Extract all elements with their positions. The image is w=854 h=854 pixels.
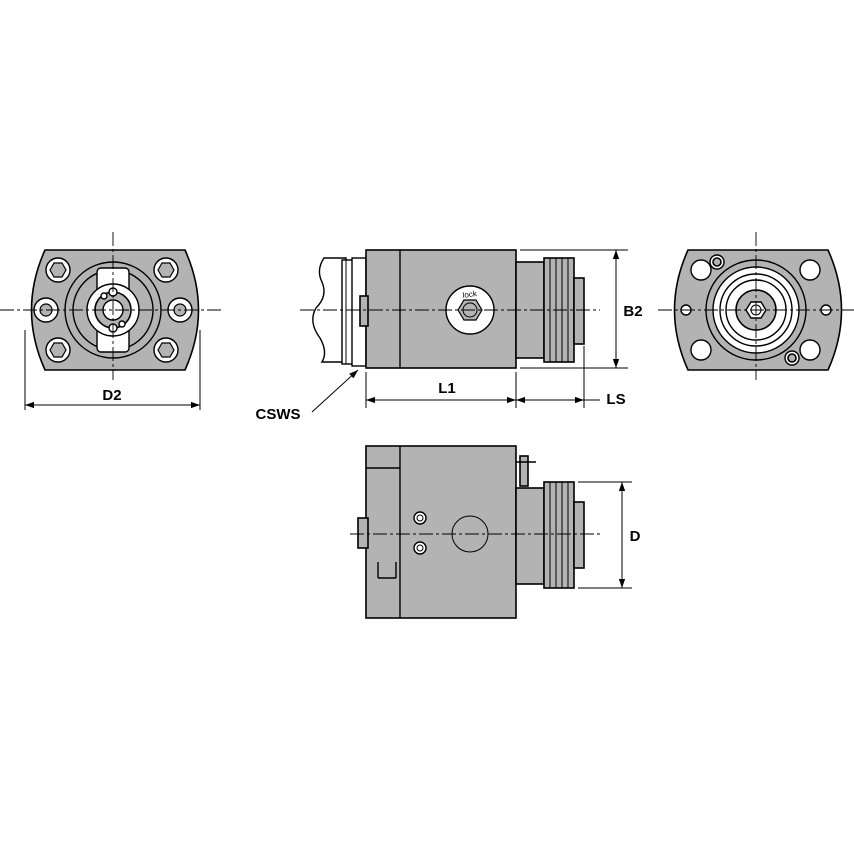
bolt-top-right [153, 257, 179, 283]
dim-label-b2: B2 [623, 303, 642, 320]
rear-view-right [658, 232, 854, 380]
bolt-bottom-left [45, 337, 71, 363]
bolt-bottom-right [153, 337, 179, 363]
dim-label-l1: L1 [438, 380, 456, 397]
dim-label-d2: D2 [102, 387, 121, 404]
lock-label: lock [462, 289, 478, 300]
side-view-top: lock B2 L1 LS CSWS [256, 249, 643, 423]
dim-label-ls: LS [606, 391, 625, 408]
front-view-left: D2 [0, 232, 222, 410]
bolt-top-left [45, 257, 71, 283]
dim-label-csws: CSWS [256, 406, 301, 423]
dim-label-d: D [630, 528, 641, 545]
bottom-view: D [350, 445, 641, 619]
